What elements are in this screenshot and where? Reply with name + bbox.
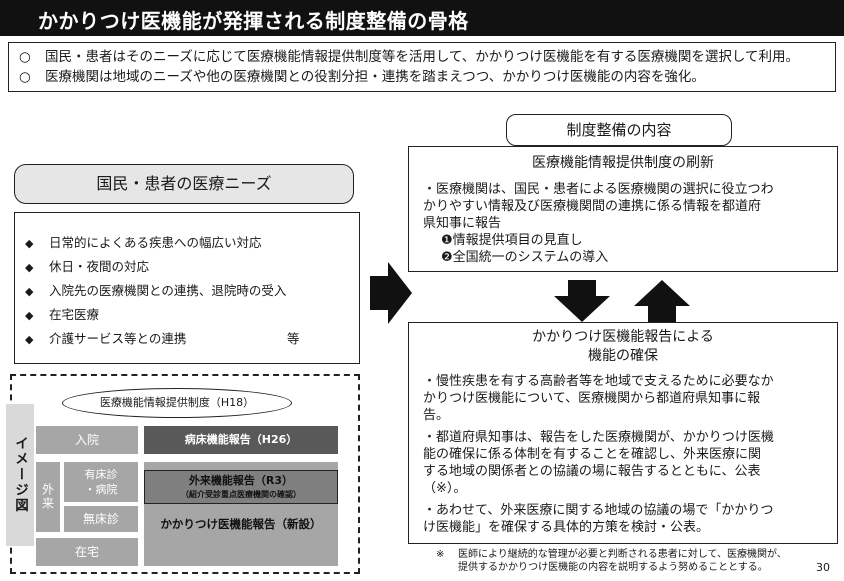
needs-text: 在宅医療 — [49, 307, 100, 322]
cell-bed-clinic: 有床診 ・病院 — [64, 462, 138, 502]
refresh-body: ・医療機関は、国民・患者による医療機関の選択に役立つわ かりやすい情報及び医療機… — [423, 181, 837, 266]
kakaritsuke-para: ・あわせて、外来医療に関する地域の協議の場で「かかりつ け医機能」を確保する具体… — [423, 502, 837, 536]
needs-text: 介護サービス等との連携 — [49, 331, 187, 346]
kakaritsuke-line: 能の確保に係る体制を有することを確認し、外来医療に関 — [423, 447, 762, 462]
cell-outpatient: 外来 — [36, 462, 60, 532]
outpatient-function-report: 外来機能報告（R3） （紹介受診重点医療機関の確認） — [144, 470, 338, 504]
footnote-line: 提供するかかりつけ医機能の内容を説明するよう努めることとする。 — [436, 561, 836, 574]
footnote-line: ※ 医師により継続的な管理が必要と判断される患者に対して、医療機関が、 — [436, 548, 836, 561]
outpatient-report-sub: （紹介受診重点医療機関の確認） — [181, 490, 301, 499]
kakaritsuke-line: する地域の関係者との協議の場に報告するとともに、公表 — [423, 464, 761, 479]
intro-line: ○ 医療機関は地域のニーズや他の医療機関との役割分担・連携を踏まえつつ、かかりつけ… — [19, 67, 825, 87]
intro-text: 医療機関は地域のニーズや他の医療機関との役割分担・連携を踏まえつつ、かかりつけ医… — [45, 69, 705, 85]
needs-item: ◆ 在宅医療 — [25, 303, 359, 327]
circle-bullet-icon: ○ — [19, 69, 31, 85]
kakaritsuke-body: ・慢性疾患を有する高齢者等を地域で支えるために必要なか かりつけ医機能について、… — [423, 373, 837, 536]
footnote: ※ 医師により継続的な管理が必要と判断される患者に対して、医療機関が、 提供するか… — [436, 548, 836, 574]
kakaritsuke-line: （※）。 — [423, 481, 467, 496]
image-label-text: イメージ図 — [12, 436, 28, 514]
refresh-line: かりやすい情報及び医療機関間の連携に係る情報を都道府 — [423, 199, 762, 214]
cell-bed-clinic-line: ・病院 — [84, 483, 118, 496]
kakaritsuke-line: ・都道府県知事は、報告をした医療機関が、かかりつけ医機 — [423, 430, 774, 445]
intro-line: ○ 国民・患者はそのニーズに応じて医療機能情報提供制度等を活用して、かかりつけ医機… — [19, 47, 825, 67]
cell-bed-clinic-line: 有床診 — [84, 468, 118, 481]
refresh-box: 医療機能情報提供制度の刷新 ・医療機関は、国民・患者による医療機関の選択に役立つ… — [408, 146, 838, 272]
page-number: 30 — [816, 561, 830, 574]
footnote-mark: ※ — [436, 549, 445, 560]
kakaritsuke-para: ・慢性疾患を有する高齢者等を地域で支えるために必要なか かりつけ医機能について、… — [423, 373, 837, 424]
intro-box: ○ 国民・患者はそのニーズに応じて医療機能情報提供制度等を活用して、かかりつけ医機… — [8, 42, 836, 92]
kakaritsuke-line: け医機能」を確保する具体的方策を検討・公表。 — [423, 520, 710, 535]
needs-box: ◆ 日常的によくある疾患への幅広い対応 ◆ 休日・夜間の対応 ◆ 入院先の医療機関との… — [14, 212, 360, 364]
cell-outpatient-text: 外来 — [40, 483, 55, 511]
cell-no-bed-clinic: 無床診 — [64, 506, 138, 532]
footnote-text: 提供するかかりつけ医機能の内容を説明するよう努めることとする。 — [458, 562, 768, 573]
refresh-item: ❶情報提供項目の見直し — [441, 233, 583, 248]
right-header: 制度整備の内容 — [506, 114, 732, 146]
kakaritsuke-line: かりつけ医機能について、医療機関から都道府県知事に報 — [423, 391, 761, 406]
refresh-item: ❷全国統一のシステムの導入 — [441, 250, 609, 265]
kakaritsuke-line: ・慢性疾患を有する高齢者等を地域で支えるために必要なか — [423, 374, 774, 389]
kakaritsuke-para: ・都道府県知事は、報告をした医療機関が、かかりつけ医機 能の確保に係る体制を有す… — [423, 429, 837, 497]
needs-text: 休日・夜間の対応 — [49, 259, 150, 274]
footnote-text: 医師により継続的な管理が必要と判断される患者に対して、医療機関が、 — [458, 549, 787, 560]
diamond-bullet-icon: ◆ — [25, 237, 34, 250]
needs-item: ◆ 入院先の医療機関との連携、退院時の受入 — [25, 279, 359, 303]
page-title: かかりつけ医機能が発揮される制度整備の骨格 — [38, 9, 469, 33]
refresh-heading: 医療機能情報提供制度の刷新 — [532, 155, 714, 171]
kakaritsuke-line: ・あわせて、外来医療に関する地域の協議の場で「かかりつ — [423, 503, 774, 518]
system-ellipse: 医療機能情報提供制度（H18） — [62, 388, 292, 418]
diamond-bullet-icon: ◆ — [25, 261, 34, 274]
up-arrow-icon — [634, 280, 690, 322]
bed-function-report: 病床機能報告（H26） — [144, 426, 338, 454]
cell-home-care: 在宅 — [36, 538, 138, 566]
diamond-bullet-icon: ◆ — [25, 333, 34, 346]
circle-bullet-icon: ○ — [19, 49, 31, 65]
needs-item: ◆ 介護サービス等との連携 等 — [25, 327, 359, 351]
down-arrow-icon — [554, 280, 610, 322]
kakaritsuke-heading: かかりつけ医機能報告による 機能の確保 — [409, 328, 837, 366]
kakaritsuke-line: 告。 — [423, 408, 450, 423]
cell-inpatient: 入院 — [36, 426, 138, 454]
kakaritsuke-heading-line: かかりつけ医機能報告による — [532, 329, 714, 345]
refresh-line: ・医療機関は、国民・患者による医療機関の選択に役立つわ — [423, 182, 774, 197]
kakaritsuke-box: かかりつけ医機能報告による 機能の確保 ・慢性疾患を有する高齢者等を地域で支える… — [408, 322, 838, 544]
needs-suffix: 等 — [287, 331, 300, 346]
kakaritsuke-function-report: かかりつけ医機能報告（新設） — [160, 517, 322, 531]
needs-text: 日常的によくある疾患への幅広い対応 — [49, 235, 262, 250]
outpatient-report-title: 外来機能報告（R3） — [188, 474, 294, 487]
needs-text: 入院先の医療機関との連携、退院時の受入 — [49, 283, 287, 298]
needs-item: ◆ 日常的によくある疾患への幅広い対応 — [25, 231, 359, 255]
refresh-line: 県知事に報告 — [423, 216, 502, 231]
title-bar: かかりつけ医機能が発揮される制度整備の骨格 — [0, 0, 844, 36]
diamond-bullet-icon: ◆ — [25, 285, 34, 298]
kakaritsuke-heading-line: 機能の確保 — [588, 348, 658, 364]
needs-header: 国民・患者の医療ニーズ — [14, 164, 354, 204]
diamond-bullet-icon: ◆ — [25, 309, 34, 322]
needs-item: ◆ 休日・夜間の対応 — [25, 255, 359, 279]
intro-text: 国民・患者はそのニーズに応じて医療機能情報提供制度等を活用して、かかりつけ医機能… — [45, 49, 799, 65]
right-arrow-icon — [370, 262, 412, 324]
image-label: イメージ図 — [6, 404, 34, 546]
